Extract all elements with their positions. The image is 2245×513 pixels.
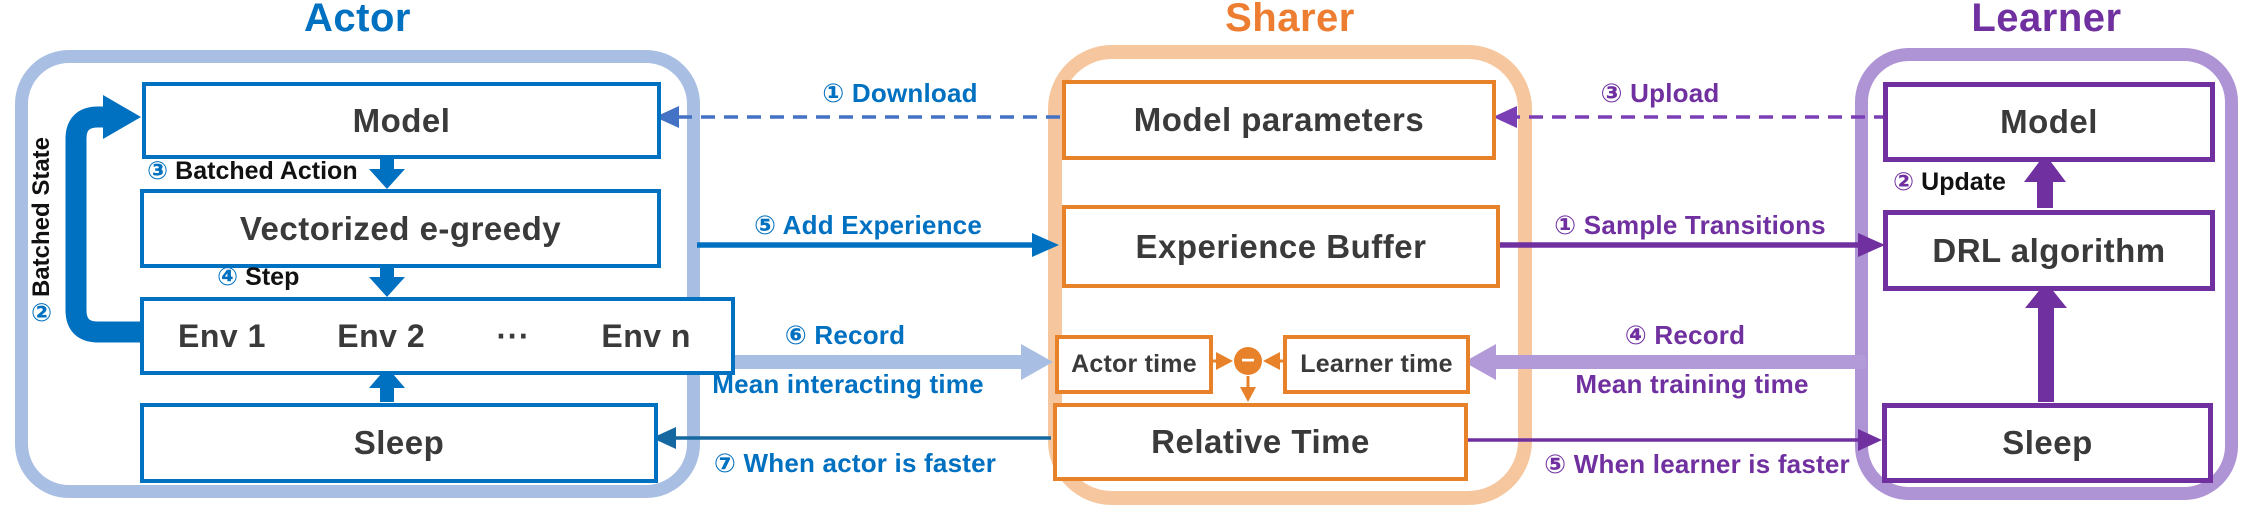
env-1-label: Env 1 <box>178 317 266 354</box>
relative-time-box: Relative Time <box>1053 403 1468 481</box>
env-box: Env 1 Env 2 ··· Env n <box>140 297 735 375</box>
when-learner-faster-label: ⑤ When learner is faster <box>1544 449 1850 479</box>
learner-model-box: Model <box>1883 82 2215 162</box>
batched-action-number: ③ <box>147 156 169 185</box>
model-parameters-box: Model parameters <box>1062 80 1496 160</box>
sample-transitions-label: ① Sample Transitions <box>1554 210 1826 240</box>
experience-buffer-box: Experience Buffer <box>1062 205 1500 288</box>
actor-container <box>15 50 700 498</box>
add-experience-label: ⑤ Add Experience <box>754 210 982 240</box>
download-label: ① Download <box>822 78 978 108</box>
update-number: ② <box>1893 167 1915 196</box>
drl-algorithm-box: DRL algorithm <box>1883 210 2215 291</box>
upload-arrow <box>1493 106 1888 128</box>
sharer-section-title: Sharer <box>1225 0 1355 40</box>
record-training-label: ④ Record <box>1624 320 1746 350</box>
env-n-label: Env n <box>601 317 691 354</box>
actor-section-title: Actor <box>304 0 411 40</box>
actor-sleep-box: Sleep <box>140 403 658 483</box>
mean-interacting-time-label: Mean interacting time <box>712 369 984 399</box>
actor-model-box: Model <box>142 82 661 159</box>
batched-state-number: ② <box>31 298 53 327</box>
vectorized-egreedy-box: Vectorized e-greedy <box>140 189 661 268</box>
learner-container <box>1855 48 2238 500</box>
record-interacting-label: ⑥ Record <box>784 320 906 350</box>
batched-state-label: Batched State <box>28 136 55 298</box>
when-actor-faster-arrow <box>652 427 1051 449</box>
actor-time-box: Actor time <box>1055 335 1213 394</box>
env-dots: ··· <box>496 317 530 354</box>
download-arrow <box>655 106 1060 128</box>
env-2-label: Env 2 <box>337 317 426 354</box>
step-number: ④ <box>217 262 239 291</box>
learner-sleep-box: Sleep <box>1882 403 2213 483</box>
learner-section-title: Learner <box>1971 0 2122 40</box>
mean-training-time-label: Mean training time <box>1575 369 1809 399</box>
when-actor-faster-label: ⑦ When actor is faster <box>713 448 997 478</box>
minus-operator: − <box>1234 347 1262 375</box>
learner-time-box: Learner time <box>1283 335 1470 394</box>
upload-label: ③ Upload <box>1600 78 1720 108</box>
